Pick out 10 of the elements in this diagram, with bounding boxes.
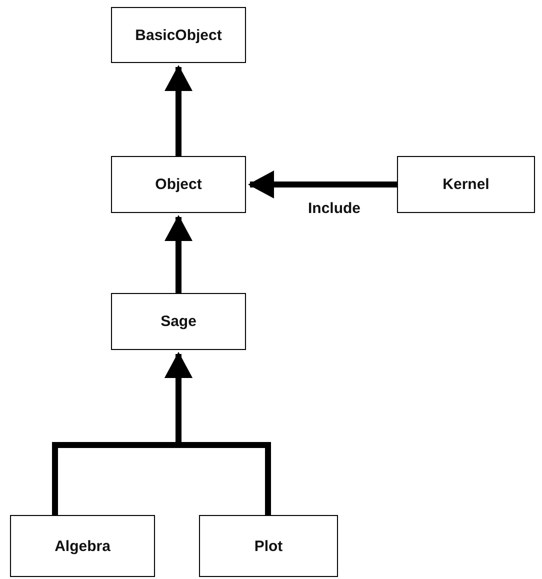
class-box: Sage — [111, 293, 246, 350]
class-box: Algebra — [10, 515, 155, 577]
arrow — [164, 65, 192, 156]
arrow — [248, 170, 397, 198]
class-box: Object — [111, 156, 246, 213]
class-box: Kernel — [397, 156, 535, 213]
arrow — [164, 215, 192, 293]
arrow — [164, 352, 271, 515]
class-box: Plot — [199, 515, 338, 577]
class-box: BasicObject — [111, 7, 246, 63]
